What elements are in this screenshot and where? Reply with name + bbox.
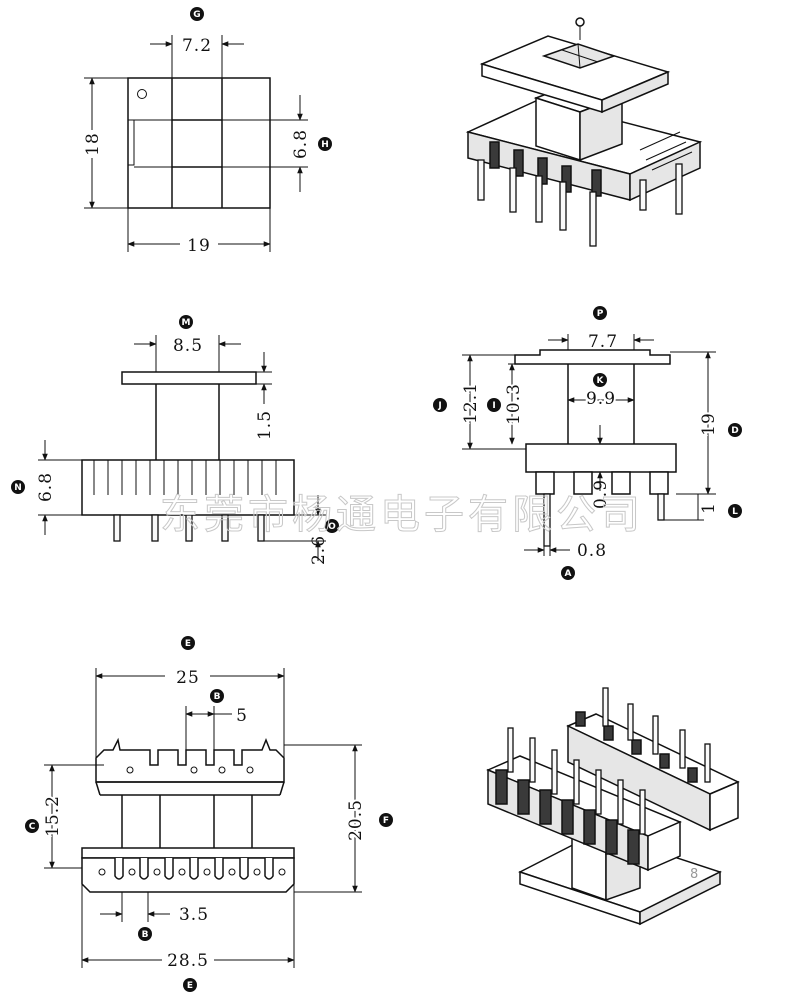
badge-b-bottom [138, 927, 152, 941]
badge-o [325, 519, 339, 533]
badge-b-top-label: B [214, 692, 221, 702]
badge-c-label: C [29, 822, 36, 832]
dim-5-value: 5 [236, 706, 248, 726]
badge-b-bottom-label: B [142, 930, 149, 940]
badge-a-label: A [565, 569, 572, 579]
dim-a-value: 0.8 [577, 541, 607, 561]
badge-e-bottom-label: E [187, 981, 193, 991]
front-view: 8.5 M 1.5 6.8 N 2.6 O [11, 315, 339, 565]
badge-i [487, 398, 501, 412]
badge-h-label: H [321, 140, 329, 150]
badge-d-label: D [731, 426, 738, 436]
badge-f [379, 813, 393, 827]
dim-k-value: 9.9 [586, 389, 616, 409]
side-top-plate [514, 349, 671, 365]
top-view-outline [127, 77, 271, 209]
badge-n-label: N [14, 483, 22, 493]
dim-28-5-value: 28.5 [167, 951, 209, 971]
badge-k [593, 373, 607, 387]
dim-g-value: 7.2 [182, 36, 212, 56]
dim-j-value: 12.1 [461, 382, 481, 424]
front-base [81, 459, 295, 516]
badge-g-label: G [193, 10, 200, 20]
bottom-lower-plate [81, 847, 295, 859]
bottom-view: 25 E 5 B 15.2 C 20.5 F 3.5 B [25, 636, 393, 992]
dim-19-value: 19 [187, 236, 211, 256]
badge-f-label: F [383, 816, 389, 826]
dim-25-value: 25 [176, 668, 200, 688]
badge-i-label: I [492, 401, 495, 411]
isometric-view-bottom: 8 [486, 687, 740, 926]
company-watermark: 东莞市杨通电子有限公司 [160, 492, 644, 538]
top-view-pin1-hole [137, 89, 147, 99]
badge-l-label: L [732, 507, 738, 517]
badge-j-label: J [437, 401, 441, 411]
badge-c [25, 819, 39, 833]
dim-3-5-value: 3.5 [179, 905, 209, 925]
side-base [525, 443, 677, 473]
bottom-upper-half [95, 737, 285, 783]
dim-l-value: 1 [699, 502, 719, 514]
badge-p [593, 306, 607, 320]
front-comb-lines [93, 460, 277, 495]
top-view-notch [128, 119, 135, 166]
dim-1-5-value: 1.5 [255, 410, 275, 440]
badge-g [190, 7, 204, 21]
badge-k-label: K [597, 376, 605, 386]
front-pins [113, 514, 265, 542]
badge-h [318, 137, 332, 151]
bottom-lower-half [81, 857, 295, 893]
dim-o-value: 2.6 [309, 535, 329, 565]
dim-f-value: 20.5 [346, 799, 366, 841]
dim-p-value: 7.7 [588, 332, 618, 352]
dim-c-value: 15.2 [43, 795, 63, 837]
badge-m-label: M [182, 318, 191, 328]
badge-e-top [181, 636, 195, 650]
side-view: 7.7 P 9.9 K 12.1 J 10.3 I 19 D 0.9 1 [433, 306, 742, 580]
badge-j [433, 398, 447, 412]
badge-e-top-label: E [185, 639, 191, 649]
dim-0-9-value: 0.9 [591, 479, 611, 509]
front-top-plate [121, 371, 257, 385]
badge-o-label: O [328, 522, 336, 532]
isometric-view-top [465, 17, 703, 247]
dim-i-value: 10.3 [504, 383, 524, 425]
badge-e-bottom [183, 978, 197, 992]
dim-m-value: 8.5 [173, 336, 203, 356]
badge-b-top [210, 689, 224, 703]
iso-mark-text: 8 [690, 867, 698, 882]
top-view: 7.2 G 18 6.8 H 19 [83, 7, 332, 256]
dim-n-value: 6.8 [36, 472, 56, 502]
badge-l [728, 504, 742, 518]
badge-n [11, 480, 25, 494]
badge-a [561, 566, 575, 580]
badge-d [728, 423, 742, 437]
dim-18-value: 18 [83, 132, 103, 156]
badge-m [179, 315, 193, 329]
dim-h-value: 6.8 [291, 129, 311, 159]
badge-p-label: P [597, 309, 604, 319]
dim-d-value: 19 [699, 412, 719, 436]
